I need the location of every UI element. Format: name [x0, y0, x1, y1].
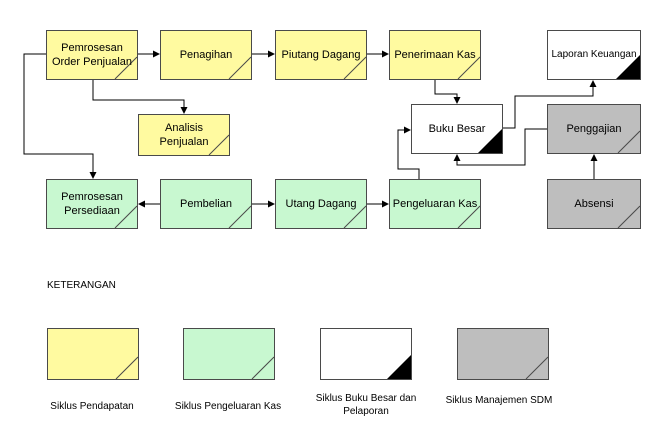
node-label: Analisis Penjualan: [159, 122, 209, 148]
corner-line-icon: [251, 356, 274, 379]
node-utang-dagang: Utang Dagang: [275, 179, 367, 229]
node-penagihan: Penagihan: [160, 30, 252, 80]
corner-line-icon: [457, 205, 480, 228]
node-label: Pembelian: [180, 198, 232, 210]
corner-line-icon: [617, 205, 640, 228]
corner-line-icon: [228, 205, 251, 228]
node-piutang-dagang: Piutang Dagang: [275, 30, 367, 80]
corner-filled-icon: [387, 355, 411, 379]
corner-line-icon: [457, 56, 480, 79]
corner-line-icon: [114, 205, 137, 228]
node-label: Pemrosesan Persediaan: [61, 191, 123, 217]
node-label: Penerimaan Kas: [394, 49, 476, 61]
node-pemrosesan-order-penjualan: Pemrosesan Order Penjualan: [46, 30, 138, 80]
node-label: Laporan Keuangan: [551, 49, 637, 60]
node-laporan-keuangan: Laporan Keuangan: [547, 30, 641, 80]
node-penggajian: Penggajian: [547, 104, 641, 154]
arrow-penerimaan-to-bukubesar: [434, 80, 461, 104]
corner-line-icon: [228, 56, 251, 79]
node-absensi: Absensi: [547, 179, 641, 229]
corner-line-icon: [114, 56, 137, 79]
legend-label-sdm: Siklus Manajemen SDM: [445, 395, 553, 406]
corner-filled-icon: [616, 55, 640, 79]
corner-line-icon: [343, 205, 366, 228]
node-label: Utang Dagang: [285, 198, 357, 210]
node-label: Penagihan: [179, 49, 233, 61]
corner-line-icon: [525, 356, 548, 379]
node-label: Pemrosesan Order Penjualan: [51, 42, 133, 68]
node-penerimaan-kas: Penerimaan Kas: [389, 30, 481, 80]
node-pengeluaran-kas: Pengeluaran Kas: [389, 179, 481, 229]
legend-swatch-pengeluaran: [183, 328, 275, 380]
arrow-order-to-analisis: [92, 80, 188, 114]
corner-line-icon: [115, 356, 138, 379]
corner-line-icon: [343, 56, 366, 79]
node-buku-besar: Buku Besar: [411, 104, 503, 154]
node-label: Piutang Dagang: [281, 49, 361, 61]
node-label: Penggajian: [566, 123, 622, 135]
corner-line-icon: [208, 134, 229, 155]
corner-line-icon: [617, 130, 640, 153]
legend-heading: KETERANGAN: [47, 280, 116, 291]
legend-label-bukubesar: Siklus Buku Besar dan Pelaporan: [315, 393, 417, 417]
legend-swatch-sdm: [457, 328, 549, 380]
legend-swatch-pendapatan: [47, 328, 139, 380]
node-analisis-penjualan: Analisis Penjualan: [138, 114, 230, 156]
node-label: Pengeluaran Kas: [392, 198, 478, 210]
legend-label-pendapatan: Siklus Pendapatan: [50, 401, 134, 412]
node-label: Absensi: [574, 198, 614, 210]
legend-label-pengeluaran: Siklus Pengeluaran Kas: [174, 401, 282, 412]
node-pembelian: Pembelian: [160, 179, 252, 229]
node-label: Buku Besar: [428, 123, 486, 135]
legend-swatch-bukubesar: [320, 328, 412, 380]
node-pemrosesan-persediaan: Pemrosesan Persediaan: [46, 179, 138, 229]
